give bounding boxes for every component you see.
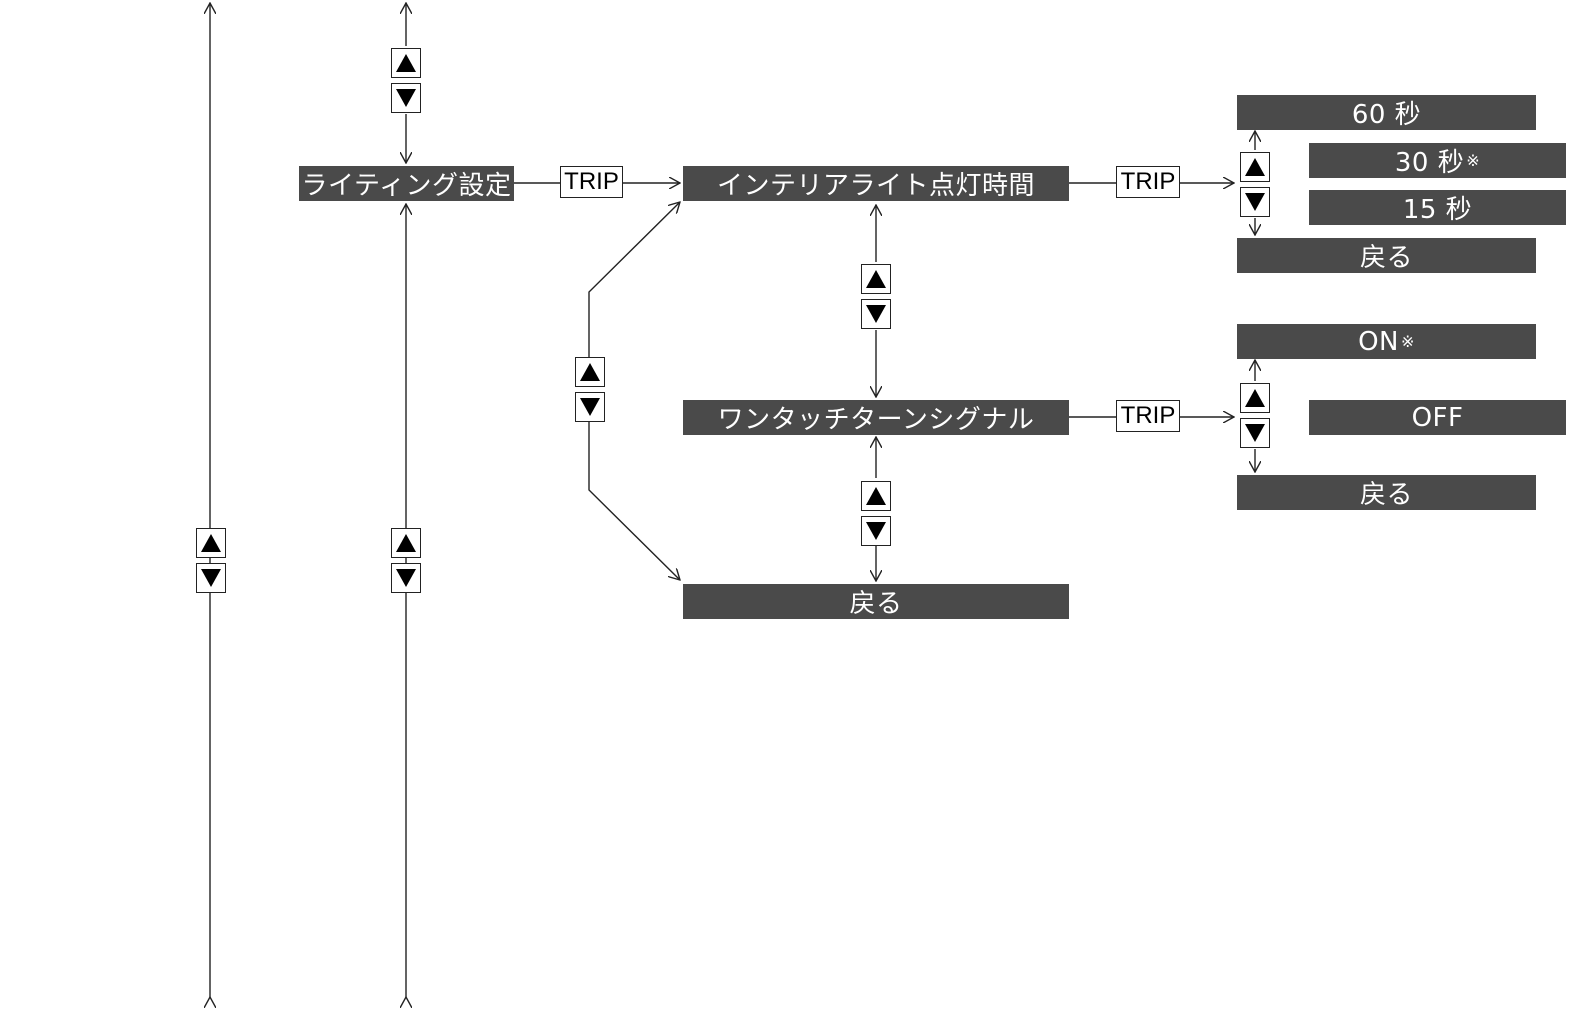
triangle-up-icon (1245, 389, 1265, 407)
triangle-up-icon (201, 534, 221, 552)
down-button[interactable] (1240, 187, 1270, 217)
down-button[interactable] (196, 563, 226, 593)
down-button[interactable] (575, 392, 605, 422)
triangle-down-icon (866, 305, 886, 323)
updown-pair-turn (861, 481, 891, 551)
up-button[interactable] (575, 357, 605, 387)
trip-label: TRIP (1116, 166, 1180, 198)
triangle-up-icon (396, 54, 416, 72)
up-button[interactable] (391, 528, 421, 558)
updown-pair-lighting-bottom (391, 528, 421, 598)
triangle-down-icon (580, 398, 600, 416)
up-button[interactable] (196, 528, 226, 558)
updown-pair-lighting-top (391, 48, 421, 118)
triangle-down-icon (866, 522, 886, 540)
updown-pair-bracket (575, 357, 605, 427)
option-off[interactable]: OFF (1309, 400, 1566, 435)
option-on-label: ON (1358, 326, 1399, 357)
menu-back[interactable]: 戻る (683, 584, 1069, 619)
up-button[interactable] (1240, 152, 1270, 182)
updown-pair-left (196, 528, 226, 598)
triangle-down-icon (396, 569, 416, 587)
triangle-up-icon (1245, 158, 1265, 176)
menu-one-touch-turn-signal[interactable]: ワンタッチターンシグナル (683, 400, 1069, 435)
option-30-seconds[interactable]: 30 秒※ (1309, 143, 1566, 178)
down-button[interactable] (861, 299, 891, 329)
updown-pair-interior (861, 264, 891, 334)
menu-lighting-settings[interactable]: ライティング設定 (299, 166, 514, 201)
triangle-down-icon (201, 569, 221, 587)
menu-interior-light-time[interactable]: インテリアライト点灯時間 (683, 166, 1069, 201)
down-button[interactable] (391, 83, 421, 113)
default-mark: ※ (1466, 151, 1481, 170)
option-60-seconds[interactable]: 60 秒 (1237, 95, 1536, 130)
option-back-turn[interactable]: 戻る (1237, 475, 1536, 510)
up-button[interactable] (861, 481, 891, 511)
triangle-up-icon (866, 487, 886, 505)
triangle-down-icon (396, 89, 416, 107)
up-button[interactable] (391, 48, 421, 78)
bracket-up (588, 202, 680, 357)
default-mark: ※ (1401, 332, 1415, 351)
triangle-up-icon (866, 270, 886, 288)
updown-pair-turn-options (1240, 383, 1270, 453)
updown-pair-interior-options (1240, 152, 1270, 222)
triangle-down-icon (1245, 424, 1265, 442)
trip-label: TRIP (560, 166, 623, 198)
option-15-seconds[interactable]: 15 秒 (1309, 190, 1566, 225)
down-button[interactable] (1240, 418, 1270, 448)
up-button[interactable] (1240, 383, 1270, 413)
triangle-up-icon (580, 363, 600, 381)
triangle-down-icon (1245, 193, 1265, 211)
bracket-down (588, 421, 680, 580)
down-button[interactable] (391, 563, 421, 593)
up-button[interactable] (861, 264, 891, 294)
option-30-seconds-label: 30 秒 (1394, 148, 1465, 178)
trip-label: TRIP (1116, 400, 1180, 432)
down-button[interactable] (861, 516, 891, 546)
option-on[interactable]: ON※ (1237, 324, 1536, 359)
triangle-up-icon (396, 534, 416, 552)
option-back-interior[interactable]: 戻る (1237, 238, 1536, 273)
